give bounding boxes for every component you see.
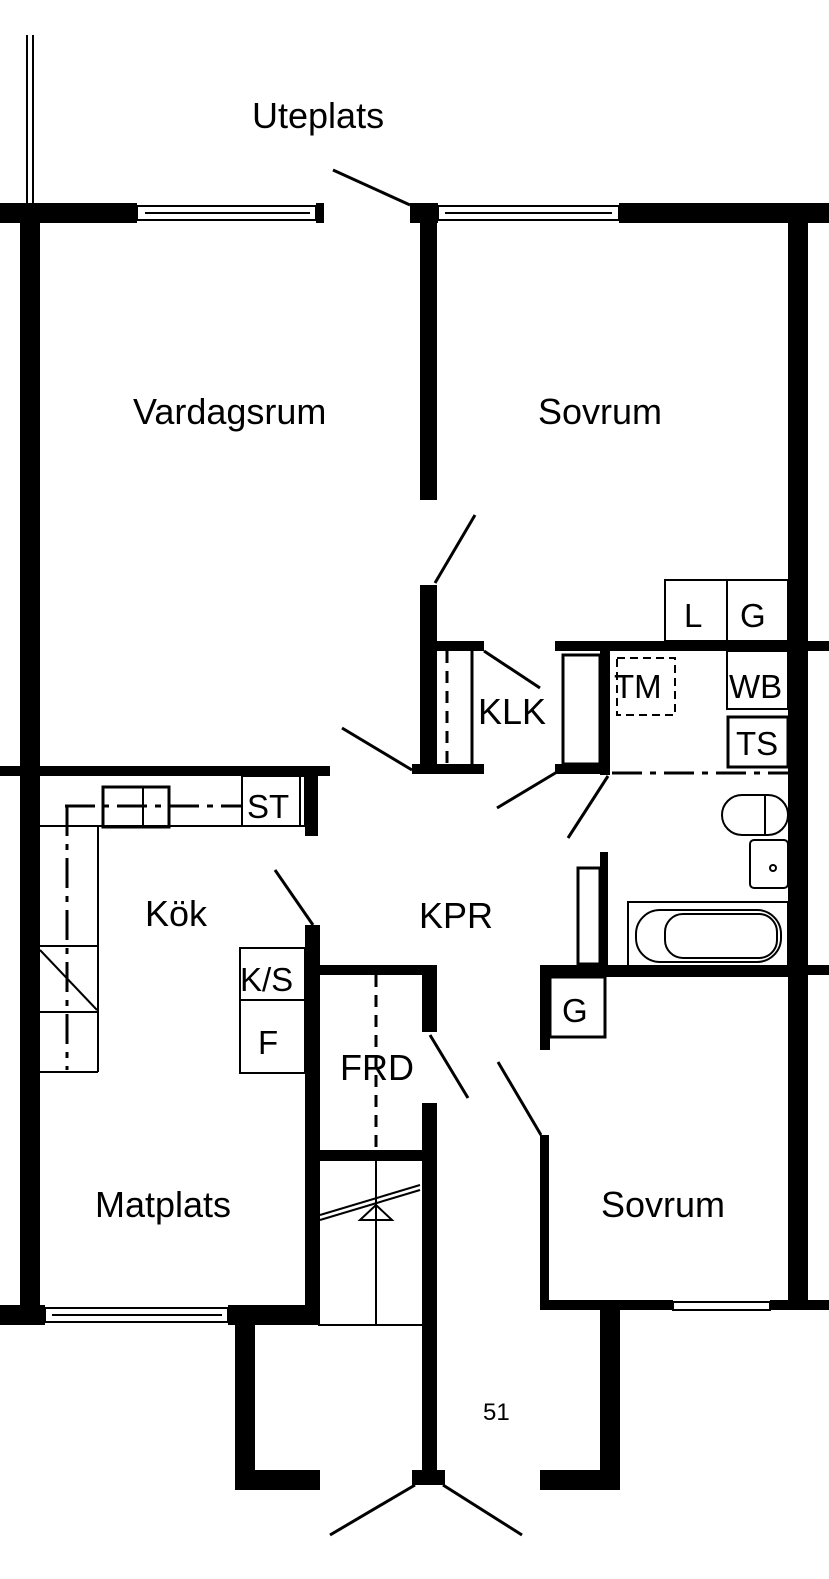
fixture-label-wb: WB <box>729 668 782 705</box>
room-label-kpr: KPR <box>419 895 493 936</box>
room-label-sovrum-2: Sovrum <box>601 1184 725 1225</box>
balcony-post <box>26 35 34 203</box>
fixture-label-g-2: G <box>562 992 588 1029</box>
room-label-matplats: Matplats <box>95 1184 231 1225</box>
fixture-label-l: L <box>684 597 702 634</box>
walls <box>0 203 829 1490</box>
room-label-kok: Kök <box>145 893 208 934</box>
room-label-sovrum: Sovrum <box>538 391 662 432</box>
fixtures <box>39 579 790 1326</box>
fixture-label-f: F <box>258 1024 278 1061</box>
fixture-label-tm: TM <box>614 668 662 705</box>
fixture-label-st: ST <box>247 788 289 825</box>
room-label-klk: KLK <box>478 691 546 732</box>
room-label-frd: FRD <box>340 1047 414 1088</box>
fixture-label-ts: TS <box>736 725 778 762</box>
room-label-uteplats: Uteplats <box>252 95 384 136</box>
room-label-vardagsrum: Vardagsrum <box>133 391 326 432</box>
fixture-label-g: G <box>740 597 766 634</box>
door-swings <box>273 168 610 1537</box>
fixture-label-ks: K/S <box>240 961 293 998</box>
windows <box>44 205 771 1323</box>
unit-number: 51 <box>483 1399 510 1426</box>
